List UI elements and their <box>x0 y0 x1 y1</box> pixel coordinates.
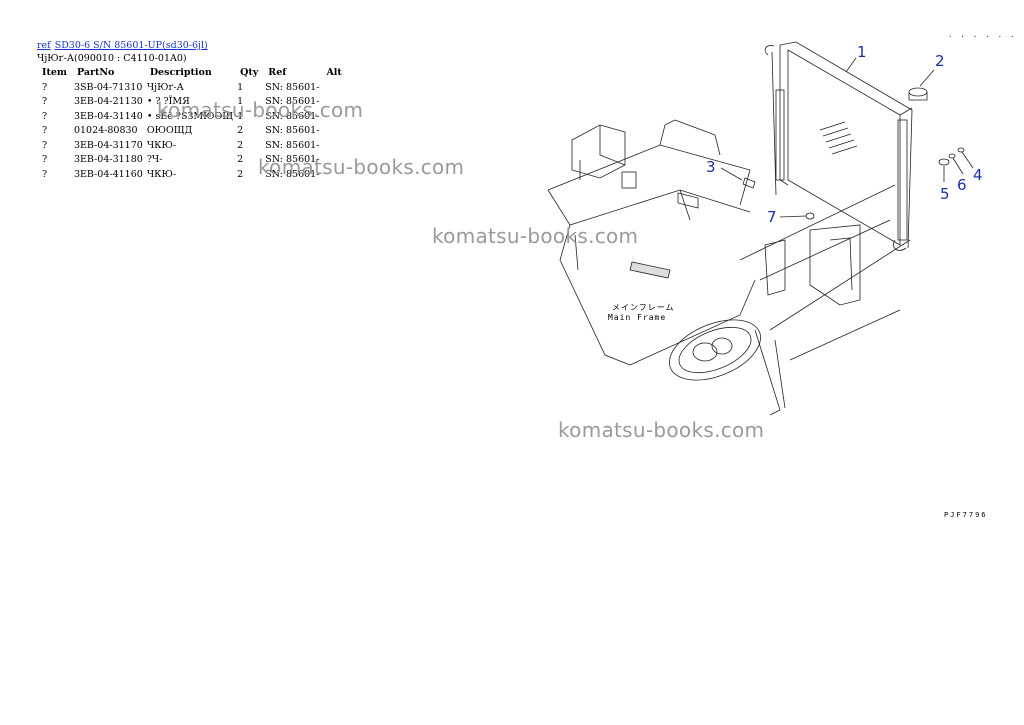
cell-description: ЧКЮ- <box>146 139 177 151</box>
header-item: Item <box>42 67 67 78</box>
header-alt: Alt <box>326 67 342 78</box>
table-row: ? 3EB-04-21130 • ? ?ЇМЯ 1 SN: 85601- <box>37 95 347 110</box>
parts-table: Item PartNo Description Qty Ref Alt ? 3S… <box>37 66 347 182</box>
cell-qty: 2 <box>237 154 244 166</box>
cell-description: ЧКЮ- <box>146 168 177 180</box>
table-row: ? 01024-80830 ОЮОЩД 2 SN: 85601- <box>37 124 347 139</box>
cell-alt <box>321 167 346 182</box>
cell-part-no: 3EB-04-31170 <box>73 139 143 151</box>
cell-item: ? <box>42 81 48 93</box>
cell-qty: 2 <box>237 168 244 180</box>
cell-part-no: 3EB-04-21130 <box>73 96 143 108</box>
cell-item: ? <box>42 154 48 166</box>
cell-description: • ? ?ЇМЯ <box>146 96 190 108</box>
frame-label-en: Main Frame <box>608 313 667 322</box>
cell-alt <box>321 153 346 168</box>
cell-alt <box>321 95 346 110</box>
group-code: ЧјЮґ-А(090010 : C4110-01A0) <box>37 53 187 64</box>
table-row: ? 3EB-04-31180 ?Ч- 2 SN: 85601- <box>37 153 347 168</box>
header-description: Description <box>149 67 212 78</box>
callout-5: 5 <box>940 185 950 203</box>
cell-item: ? <box>42 96 48 108</box>
cell-ref: SN: 85601- <box>265 110 320 122</box>
cell-description: ОЮОЩД <box>146 125 193 137</box>
cell-part-no: 3EB-04-41160 <box>73 168 143 180</box>
callout-2: 2 <box>935 52 945 70</box>
drawing-code: PJF7796 <box>944 511 988 519</box>
header-qty: Qty <box>240 67 259 78</box>
cell-item: ? <box>42 110 48 122</box>
cell-part-no: 3EB-04-31180 <box>73 154 143 166</box>
cell-qty: 1 <box>237 96 244 108</box>
callout-1: 1 <box>857 43 867 61</box>
watermark: komatsu-books.com <box>558 418 765 442</box>
cell-part-no: 01024-80830 <box>73 125 138 137</box>
callout-7: 7 <box>767 208 777 226</box>
cell-description: • ѕЁё ?ЅЗМЮОЩ <box>146 110 234 122</box>
cell-ref: SN: 85601- <box>265 139 320 151</box>
cell-qty: 2 <box>237 139 244 151</box>
parts-diagram <box>547 41 974 416</box>
cell-ref: SN: 85601- <box>265 96 320 108</box>
cell-ref: SN: 85601- <box>265 81 320 93</box>
cell-description: ?Ч- <box>146 154 163 166</box>
callout-6: 6 <box>957 176 967 194</box>
cell-ref: SN: 85601- <box>265 154 320 166</box>
cell-alt <box>321 124 346 139</box>
header-part-no: PartNo <box>76 67 115 78</box>
cell-qty: 1 <box>237 81 244 93</box>
cell-ref: SN: 85601- <box>265 125 320 137</box>
cell-part-no: 3EB-04-31140 <box>73 110 143 122</box>
cell-item: ? <box>42 168 48 180</box>
cell-alt <box>321 109 346 124</box>
corner-code: · · · · · · <box>948 33 1017 41</box>
table-row: ? 3EB-04-41160 ЧКЮ- 2 SN: 85601- <box>37 167 347 182</box>
model-link[interactable]: SD30-6 S/N 85601-UP(sd30-6jl) <box>54 40 208 51</box>
header-ref: Ref <box>268 67 287 78</box>
cell-description: ЧјЮґ-А <box>146 81 184 93</box>
frame-label-jp: メインフレーム <box>612 303 675 312</box>
table-row: ? 3EB-04-31170 ЧКЮ- 2 SN: 85601- <box>37 138 347 153</box>
cell-item: ? <box>42 125 48 137</box>
cell-alt <box>321 138 346 153</box>
cell-item: ? <box>42 139 48 151</box>
cell-alt <box>321 80 346 95</box>
cell-ref: SN: 85601- <box>265 168 320 180</box>
cell-qty: 2 <box>237 125 244 137</box>
callout-3: 3 <box>706 158 716 176</box>
cell-part-no: 3SB-04-71310 <box>73 81 143 93</box>
callout-4: 4 <box>973 166 983 184</box>
ref-link[interactable]: ref <box>37 40 51 51</box>
table-row: ? 3SB-04-71310 ЧјЮґ-А 1 SN: 85601- <box>37 80 347 95</box>
table-row: ? 3EB-04-31140 • ѕЁё ?ЅЗМЮОЩ 1 SN: 85601… <box>37 109 347 124</box>
table-header-row: Item PartNo Description Qty Ref Alt <box>37 66 347 80</box>
cell-qty: 1 <box>237 110 244 122</box>
